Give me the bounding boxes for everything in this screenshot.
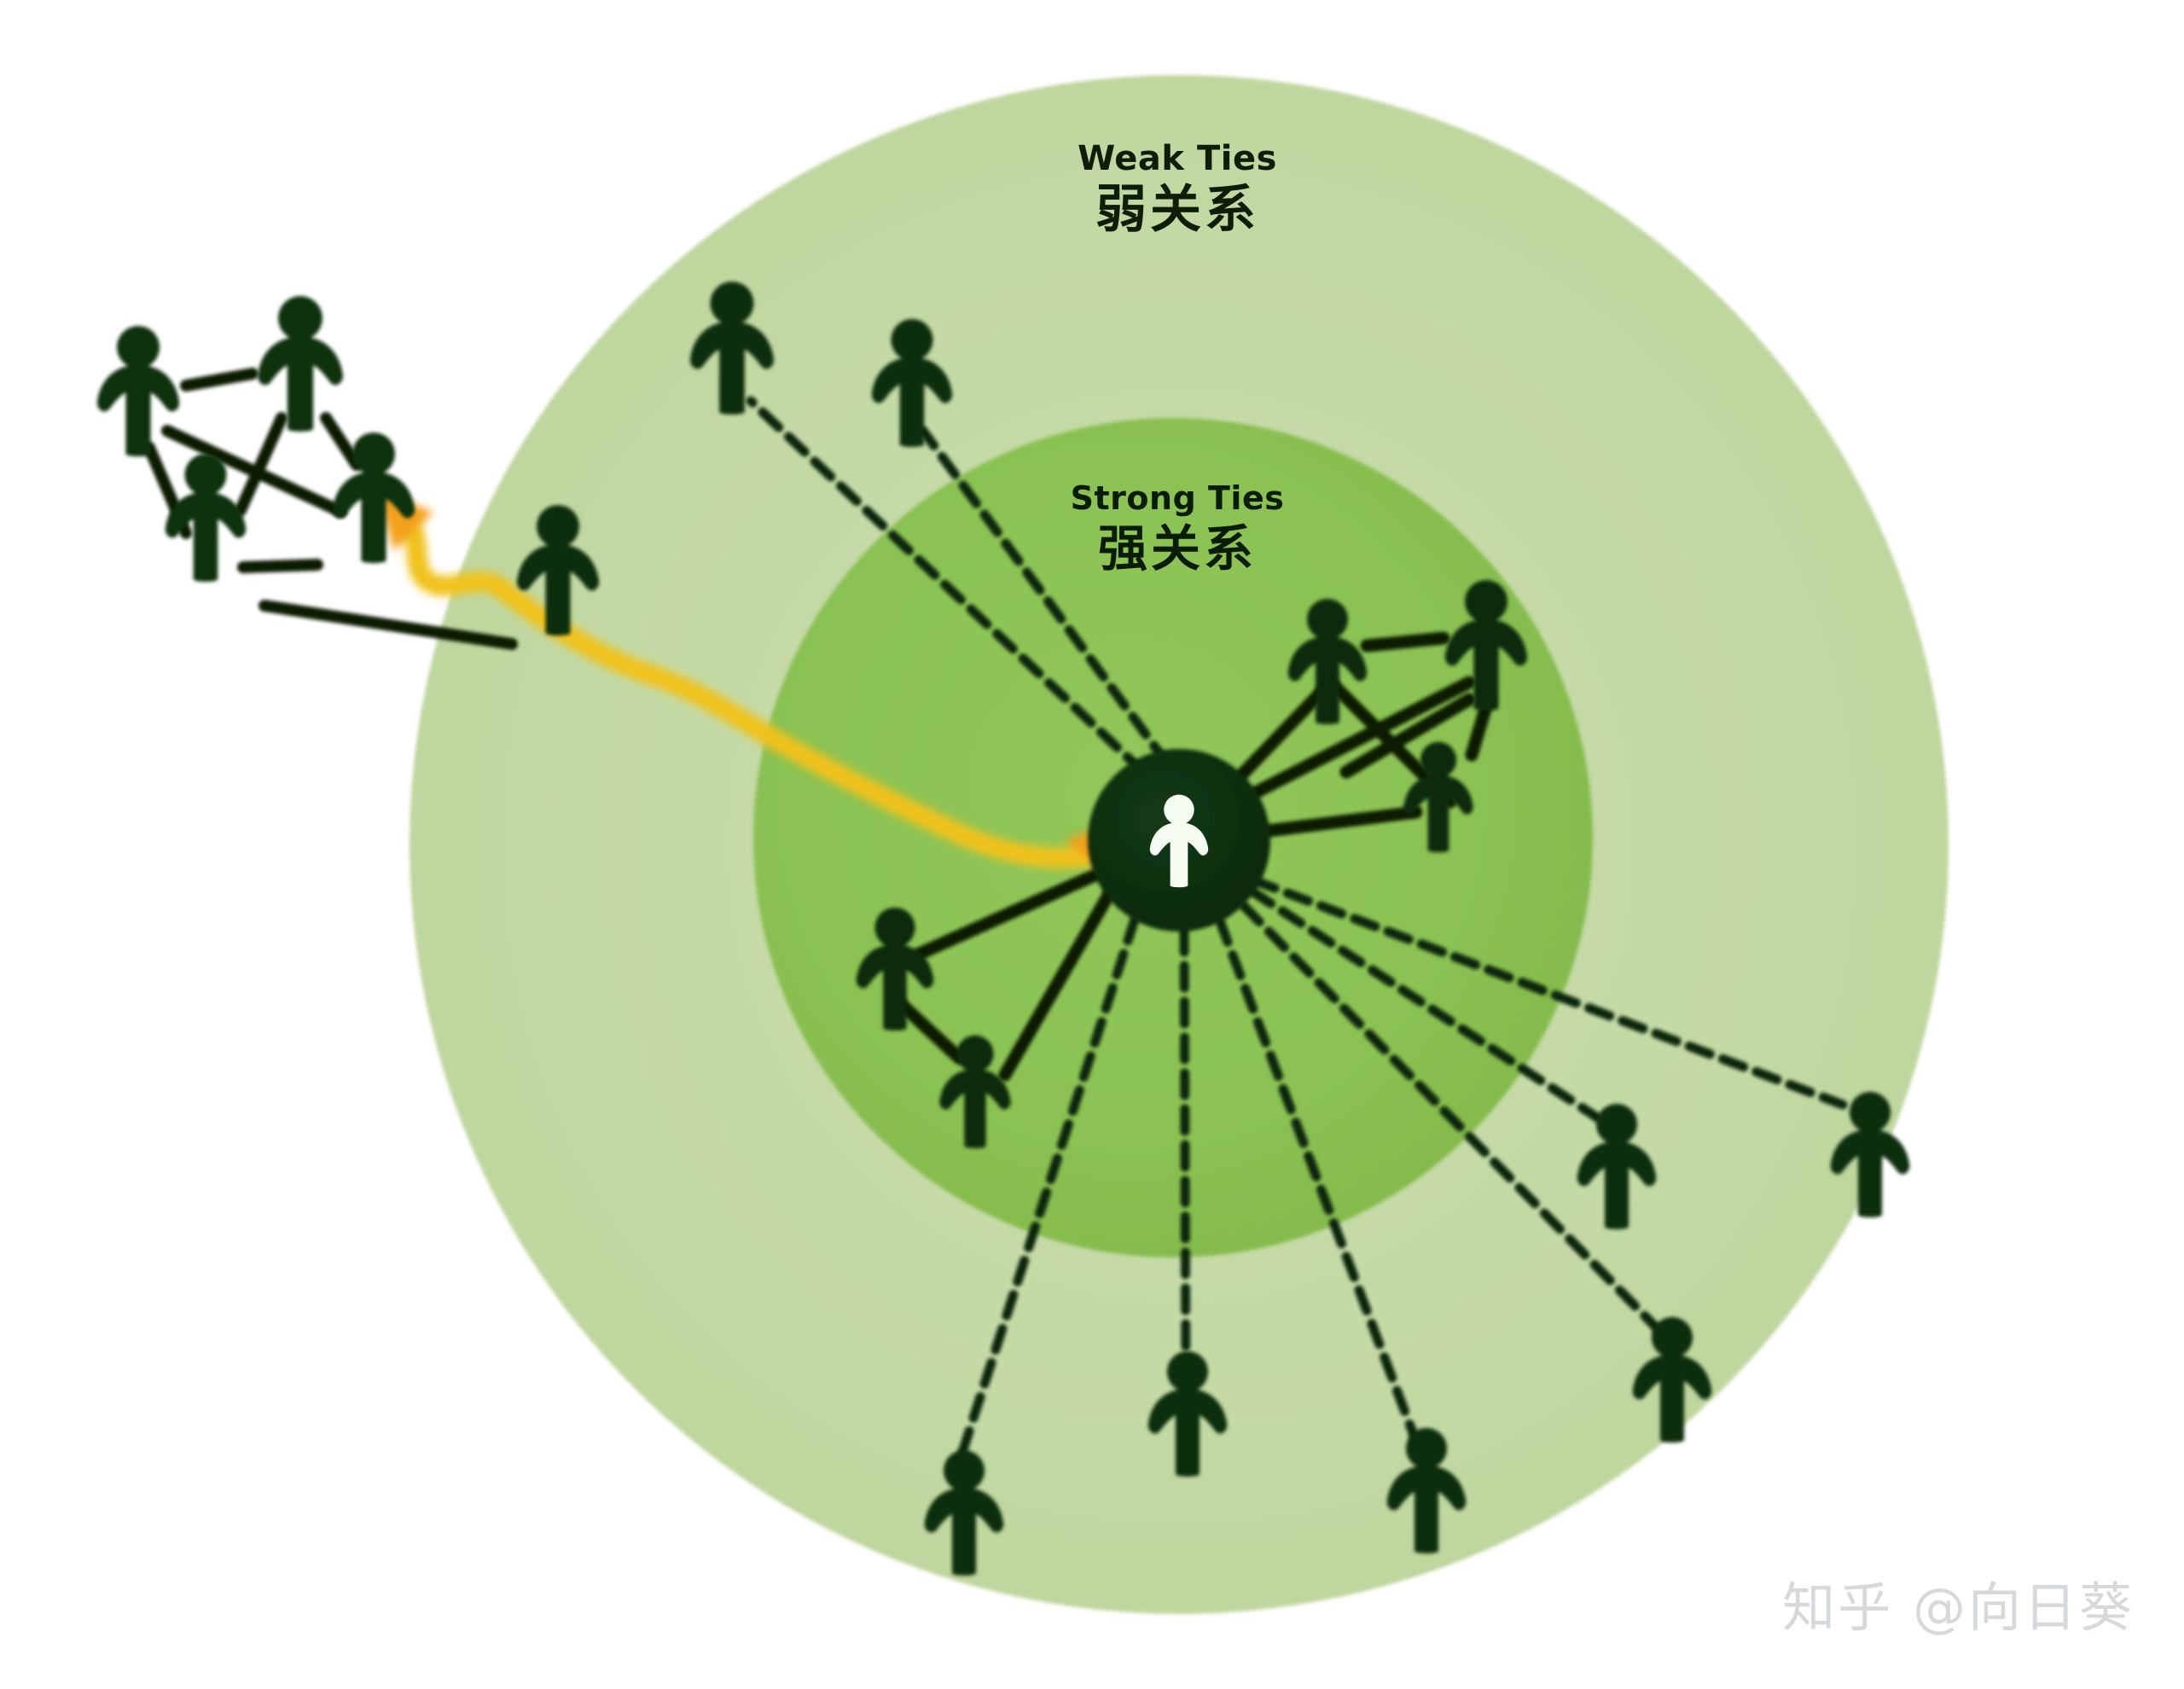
outside-edge — [237, 559, 323, 573]
strong-ties-label-zh: 强关系 — [1097, 519, 1257, 578]
weak-tie-edge — [1179, 925, 1191, 1370]
bridge-arrow-head-start — [375, 490, 433, 551]
watermark: 知乎 @向日葵 — [1782, 1576, 2135, 1639]
weak-tie-edge — [1239, 901, 1664, 1336]
strong-tie-edge — [1339, 693, 1476, 779]
outside-edge — [258, 600, 518, 650]
strong-tie-edge — [1232, 686, 1327, 785]
person-icon — [258, 296, 343, 432]
weak-tie-edge — [1215, 916, 1421, 1447]
weak-tie-edge — [746, 396, 1148, 777]
weak-tie-edge — [918, 426, 1172, 769]
outside-edge — [320, 412, 363, 471]
outside-cluster-edges — [143, 368, 518, 650]
strong-ties-label: Strong Ties 强关系 — [1007, 479, 1348, 578]
weak-ties-label: Weak Ties 弱关系 — [990, 141, 1365, 237]
weak-tie-edge — [1247, 886, 1602, 1123]
weak-tie-edges — [746, 396, 1848, 1466]
ego-node[interactable] — [1088, 749, 1270, 932]
strong-tie-edge — [998, 887, 1116, 1082]
outside-edge — [180, 368, 258, 392]
strong-tie-edge — [892, 995, 966, 1065]
strong-ties-label-en: Strong Ties — [1070, 479, 1285, 517]
strong-tie-edge — [1247, 676, 1476, 800]
strong-tie-edge — [1254, 805, 1423, 839]
weak-tie-edge — [955, 914, 1140, 1466]
bridge-arrow-path — [391, 502, 1111, 868]
weak-ties-label-en: Weak Ties — [1077, 139, 1277, 178]
weak-ties-label-zh: 弱关系 — [1095, 180, 1259, 240]
strong-tie-edge — [913, 865, 1109, 961]
weak-tie-edge — [1249, 875, 1848, 1110]
outside-edge — [235, 412, 288, 516]
outside-people-group — [96, 296, 415, 582]
person-icon — [165, 454, 247, 582]
strong-tie-edge — [1360, 631, 1450, 653]
